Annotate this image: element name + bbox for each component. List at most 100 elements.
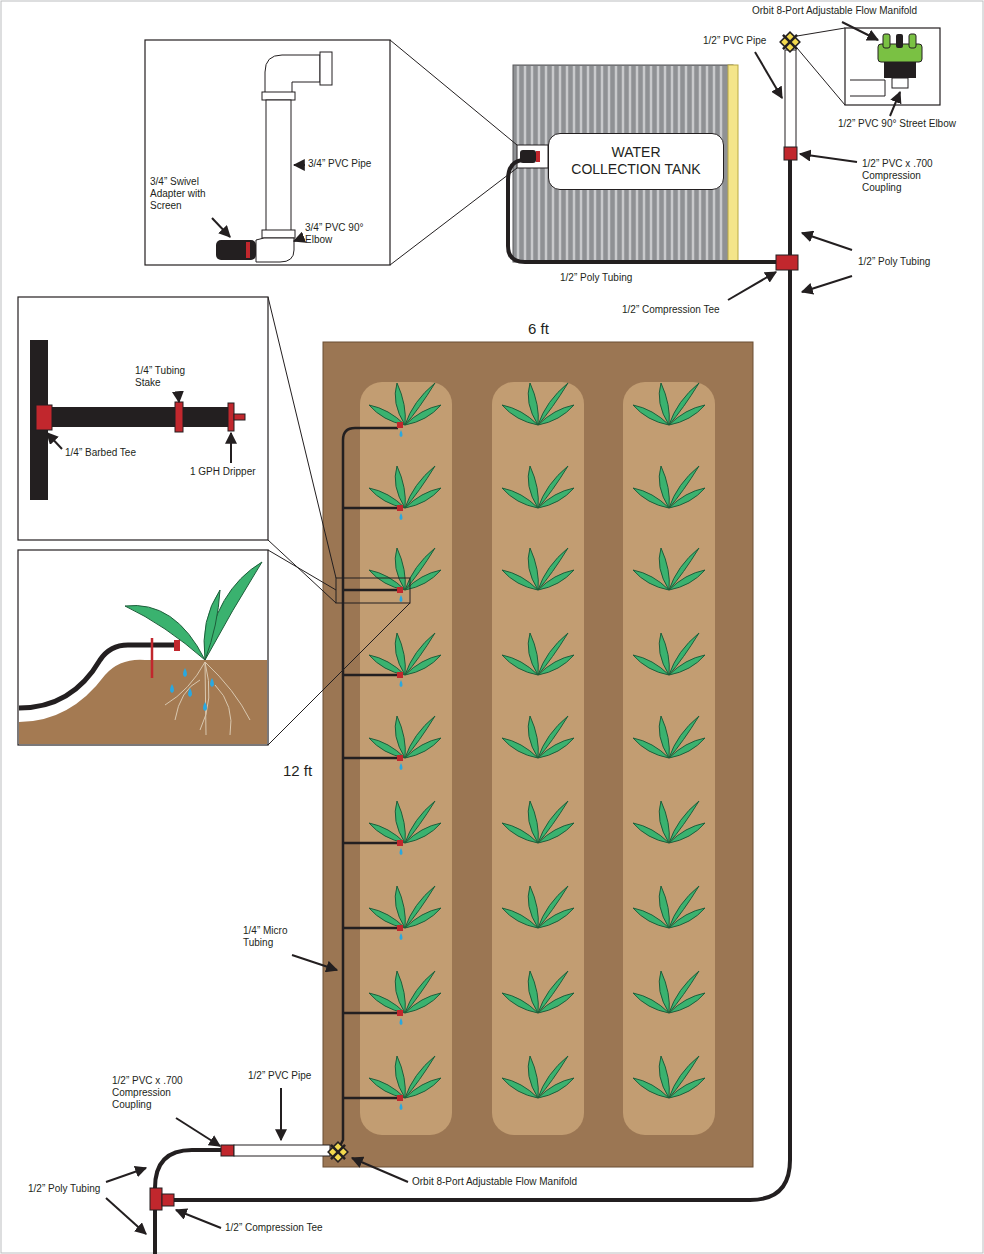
plant-group [369, 801, 441, 843]
plant-group [405, 383, 435, 425]
plant-group [369, 383, 441, 425]
plant-group [669, 886, 699, 928]
manifold-inset [883, 34, 890, 48]
leader-arrow [728, 272, 776, 300]
plant-group [528, 1056, 538, 1098]
soil-inset [151, 638, 154, 678]
plant-group [633, 466, 705, 508]
inlet-inset [256, 238, 294, 262]
micro-tubing [400, 513, 403, 520]
part-label: 1 GPH Dripper [190, 466, 256, 478]
manifold-inset [892, 78, 908, 88]
manifold-symbol [331, 1145, 345, 1159]
plant-group [538, 1056, 568, 1098]
plant-group [538, 466, 568, 508]
soil-inset [210, 678, 214, 687]
plant-group [669, 548, 699, 590]
plant-group [659, 801, 669, 843]
plant-group [502, 716, 574, 758]
plant-group [369, 548, 441, 590]
inlet-inset [265, 55, 320, 95]
plant-group [669, 716, 699, 758]
soil-inset [18, 550, 410, 745]
leader-arrow [47, 22, 900, 1234]
inlet-inset [216, 240, 256, 260]
inlet-inset [145, 40, 517, 265]
leader-arrow [800, 154, 857, 162]
poly-tubing [155, 1150, 222, 1254]
part-label: 1/4” Barbed Tee [65, 447, 136, 459]
inlet-inset [320, 52, 332, 85]
manifold-symbol [331, 1145, 345, 1159]
part-label: 1/4” Micro Tubing [243, 925, 301, 949]
plant-group [369, 886, 441, 928]
part-label: 1/2” Poly Tubing [560, 272, 632, 284]
manifold-symbol [324, 1138, 352, 1166]
tank-label-box: WATER COLLECTION TANK [548, 133, 724, 190]
plant-group [633, 971, 705, 1013]
micro-tubing [343, 1012, 398, 1015]
soil-inset [204, 590, 220, 660]
leader-arrow [106, 1168, 146, 1182]
plant-group [528, 383, 538, 425]
inlet-inset [390, 40, 517, 145]
plant-group [659, 466, 669, 508]
manifold-inset [884, 62, 916, 78]
soil-inset [268, 603, 410, 745]
soil-inset [165, 662, 205, 705]
dripper-inset [234, 414, 245, 420]
micro-tubing [400, 680, 403, 687]
soil-inset [165, 662, 250, 735]
plant-group [502, 633, 574, 675]
plant-group [502, 466, 574, 508]
micro-tubing [340, 422, 403, 1146]
plant-group [538, 886, 568, 928]
dripper-inset [18, 297, 268, 540]
leader-arrow [755, 52, 782, 98]
garden-bed [323, 342, 753, 1167]
plant-group [405, 801, 435, 843]
leader-arrow [212, 218, 230, 237]
leader-arrow [280, 1088, 282, 1140]
leader-arrow [47, 433, 62, 449]
part-label: 1/2” PVC x .700 Compression Coupling [862, 158, 947, 194]
zoom-frame [336, 578, 410, 603]
micro-tubing [340, 428, 398, 1146]
micro-tubing [397, 840, 403, 846]
plant-group [538, 383, 568, 425]
micro-tubing [343, 674, 398, 677]
soil-inset [205, 662, 250, 720]
plant-group [633, 801, 705, 843]
pvc-fittings [776, 255, 798, 270]
micro-tubing [343, 1097, 398, 1100]
part-label: 1/2” Poly Tubing [28, 1183, 100, 1195]
part-label: 1/2” PVC x .700 Compression Coupling [112, 1075, 197, 1111]
soil-inset [174, 640, 180, 651]
pvc-fittings [234, 1145, 330, 1156]
soil-inset [203, 702, 207, 711]
soil-inset [268, 550, 336, 590]
dripper-inset [268, 540, 336, 603]
manifold-symbol [783, 35, 797, 49]
manifold-inset [909, 34, 916, 48]
manifold-inset [850, 80, 885, 96]
manifold-inset [797, 48, 845, 105]
soil-inset [205, 562, 262, 660]
manifold-inset [896, 34, 903, 48]
manifold-symbol [324, 28, 804, 1166]
plant-group [633, 1056, 705, 1098]
pvc-fittings [150, 1188, 162, 1210]
soil-inset [215, 685, 231, 735]
micro-tubing [400, 933, 403, 940]
micro-tubing [343, 757, 398, 760]
pvc-fittings [784, 147, 797, 160]
micro-tubing [397, 1095, 403, 1101]
plant-group [369, 971, 441, 1013]
plant-group [405, 1056, 435, 1098]
micro-tubing [400, 430, 403, 437]
leader-arrow [178, 392, 179, 402]
plant-group [502, 971, 574, 1013]
soil-inset [175, 680, 200, 720]
micro-tubing [397, 1010, 403, 1016]
